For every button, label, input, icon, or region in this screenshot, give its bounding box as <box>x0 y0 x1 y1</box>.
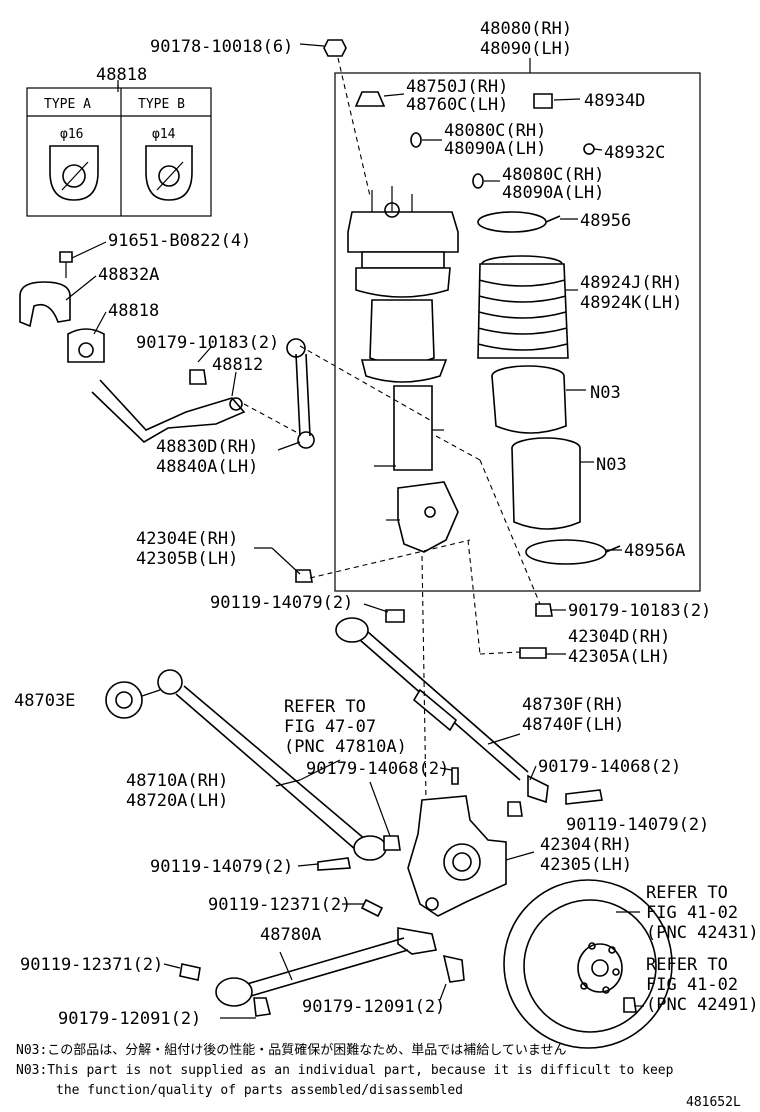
note-en-line2: the function/quality of parts assembled/… <box>56 1083 463 1098</box>
arm-48780a <box>215 927 437 1017</box>
clamp-bottom-icon <box>525 539 607 565</box>
label-bushing: 48818 <box>108 301 159 321</box>
label-bolt-bracket: 91651-B0822(4) <box>108 231 251 251</box>
note-en-line1: N03:This part is not supplied as an indi… <box>16 1063 674 1078</box>
label-pnc-41b: (PNC 42491) <box>646 995 759 1015</box>
label-pnc-47: (PNC 47810A) <box>284 737 407 757</box>
label-bolt-14079-c: 90119-14079(2) <box>150 857 293 877</box>
strut-assembly-frame <box>334 72 701 592</box>
label-clamp-top: 48956 <box>580 211 631 231</box>
label-ring2-rh: 48080C(RH) <box>502 165 604 185</box>
label-nut-10183-b: 90179-10183(2) <box>568 601 711 621</box>
label-bushing-48703: 48703E <box>14 691 75 711</box>
label-cap-rh: 48750J(RH) <box>406 77 508 97</box>
label-dia-b: φ14 <box>152 127 176 142</box>
bushing-type-table <box>26 80 212 217</box>
label-fig-41a: FIG 41-02 <box>646 903 738 923</box>
label-dia-a: φ16 <box>60 127 83 142</box>
bushing-icon <box>67 328 105 363</box>
label-fig-41b: FIG 41-02 <box>646 975 738 995</box>
label-arm-780: 48780A <box>260 925 321 945</box>
label-boot-rh: 48924J(RH) <box>580 273 682 293</box>
label-bushing-bracket: 48818 <box>96 65 147 85</box>
bracket-icon <box>19 281 71 328</box>
knuckle <box>407 767 507 917</box>
label-link-lh: 48840A(LH) <box>156 457 258 477</box>
label-knuckle-d-rh: 42304D(RH) <box>568 627 670 647</box>
bushing-48703e <box>105 681 161 719</box>
label-bolt-14079-b: 90119-14079(2) <box>566 815 709 835</box>
arm-48710a <box>157 669 387 861</box>
n03-ring-lower <box>511 437 581 530</box>
note-jp: N03:この部品は、分解・組付け後の性能・品質確保が困難なため、単品では補給して… <box>16 1042 567 1058</box>
label-n03-b: N03 <box>596 455 627 475</box>
label-arm-740: 48740F(LH) <box>522 715 624 735</box>
label-link-rh: 48830D(RH) <box>156 437 258 457</box>
stabilizer-bar <box>91 379 246 443</box>
label-strut-upper-rh: 48080(RH) <box>480 19 572 39</box>
label-knuckle-a-lh: 42305A(LH) <box>568 647 670 667</box>
label-nut-link: 90179-10183(2) <box>136 333 279 353</box>
label-n03-a: N03 <box>590 383 621 403</box>
label-arm-720: 48720A(LH) <box>126 791 228 811</box>
label-knuckle-lh: 42305(LH) <box>540 855 632 875</box>
label-type-b: TYPE B <box>138 97 185 112</box>
label-stabilizer: 48812 <box>212 355 263 375</box>
nut-icon <box>323 39 347 57</box>
boot-drawing <box>477 255 569 359</box>
label-arm-730: 48730F(RH) <box>522 695 624 715</box>
label-refer-41a: REFER TO <box>646 883 728 903</box>
label-cap-lh: 48760C(LH) <box>406 95 508 115</box>
label-fig-47: FIG 47-07 <box>284 717 376 737</box>
label-nut-12091-b: 90179-12091(2) <box>58 1009 201 1029</box>
label-type-a: TYPE A <box>44 97 91 112</box>
label-strut-upper-lh: 48090(LH) <box>480 39 572 59</box>
label-ring1-lh: 48090A(LH) <box>444 139 546 159</box>
clip-icon <box>533 93 553 109</box>
figure-id: 481652L <box>686 1095 741 1110</box>
clamp-icon <box>477 211 547 233</box>
label-ring2-lh: 48090A(LH) <box>502 183 604 203</box>
label-ring-small: 48932C <box>604 143 665 163</box>
strut-drawing <box>347 186 459 553</box>
label-ring1-rh: 48080C(RH) <box>444 121 546 141</box>
label-nut-14068-b: 90179-14068(2) <box>538 757 681 777</box>
label-strut-lower-lh: 42305B(LH) <box>136 549 238 569</box>
label-clamp-bottom: 48956A <box>624 541 685 561</box>
label-bolt-12371-a: 90119-12371(2) <box>208 895 351 915</box>
label-knuckle-rh: 42304(RH) <box>540 835 632 855</box>
label-pnc-41a: (PNC 42431) <box>646 923 759 943</box>
label-nut-12091-a: 90179-12091(2) <box>302 997 445 1017</box>
n03-ring-upper <box>491 365 567 434</box>
label-bracket: 48832A <box>98 265 159 285</box>
label-strut-lower-rh: 42304E(RH) <box>136 529 238 549</box>
label-refer-41b: REFER TO <box>646 955 728 975</box>
label-clip-top: 48934D <box>584 91 645 111</box>
stabilizer-link <box>295 353 301 437</box>
label-refer-47: REFER TO <box>284 697 366 717</box>
label-arm-710: 48710A(RH) <box>126 771 228 791</box>
label-boot-lh: 48924K(LH) <box>580 293 682 313</box>
label-bolt-14079-a: 90119-14079(2) <box>210 593 353 613</box>
bolt-icon <box>59 251 73 263</box>
cap-icon <box>354 91 386 107</box>
label-nut-14068-a: 90179-14068(2) <box>306 759 449 779</box>
label-nut-top: 90178-10018(6) <box>150 37 293 57</box>
label-bolt-12371-b: 90119-12371(2) <box>20 955 163 975</box>
